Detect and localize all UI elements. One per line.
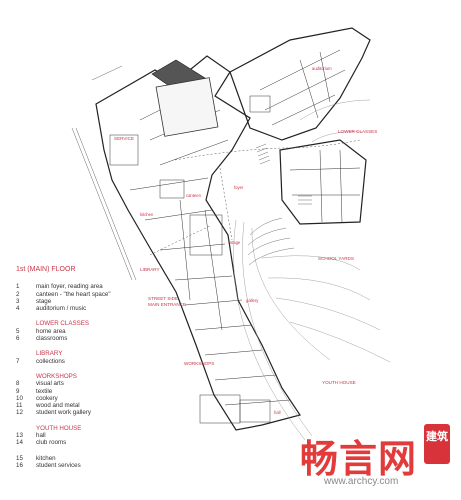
legend-item: 16 student services — [16, 462, 166, 469]
label-lower-classes: LOWER CLASSES — [338, 129, 378, 134]
legend-item-text: stage — [36, 297, 52, 305]
label-school-yards: SCHOOL YARDS — [318, 256, 354, 261]
label-gallery: gallery — [246, 298, 259, 303]
legend-item-number: 6 — [16, 335, 20, 343]
stairs — [255, 143, 312, 205]
legend-item-number: 2 — [16, 290, 20, 298]
legend-item: 15 kitchen — [16, 455, 166, 462]
legend-item: 11 wood and metal — [16, 402, 166, 409]
label-hall: hall — [274, 410, 281, 415]
legend-group-heading: LIBRARY — [36, 350, 63, 358]
legend-item: 5 home area — [16, 328, 166, 335]
floor-legend: 1st (MAIN) FLOOR 1 main foyer, reading ar… — [16, 266, 166, 469]
legend-item-number: 12 — [16, 409, 23, 417]
legend-item-text: wood and metal — [36, 402, 80, 410]
legend-item-text: hall — [36, 432, 46, 440]
legend-item: 4 auditorium / music — [16, 305, 166, 312]
legend-item: 14 club rooms — [16, 439, 166, 446]
label-kitchen: kitchen — [140, 212, 154, 217]
label-auditorium: auditorium — [312, 66, 332, 71]
legend-item-number: 13 — [16, 432, 23, 440]
legend-item-number: 16 — [16, 461, 23, 469]
legend-item-text: cookery — [36, 394, 58, 402]
legend-item-text: textile — [36, 387, 53, 395]
legend-item-number: 11 — [16, 402, 23, 410]
legend-item-number: 1 — [16, 283, 20, 291]
watermark-logo-text: 畅言网 — [300, 437, 418, 481]
legend-item-number: 5 — [16, 327, 20, 335]
legend-item: 8 visual arts — [16, 380, 166, 387]
legend-item-text: collections — [36, 357, 65, 365]
legend-item: 1 main foyer, reading area — [16, 283, 166, 290]
label-library: LIBRARY — [140, 267, 160, 272]
legend-item-number: 14 — [16, 439, 23, 447]
legend-item-text: visual arts — [36, 380, 64, 388]
legend-item-text: auditorium / music — [36, 305, 87, 313]
legend-group-heading: YOUTH HOUSE — [36, 424, 82, 432]
legend-item-number: 15 — [16, 454, 23, 462]
label-workshops: WORKSHOPS — [184, 361, 215, 366]
legend-item: 12 student work gallery — [16, 409, 166, 416]
legend-item-number: 3 — [16, 297, 20, 305]
legend-item-text: main foyer, reading area — [36, 283, 103, 291]
label-main-entrance: MAIN ENTRANCE — [148, 302, 187, 307]
legend-group-heading: WORKSHOPS — [36, 372, 77, 380]
service-lines — [71, 65, 137, 281]
watermark-badge: 建筑 — [424, 424, 450, 464]
label-foyer: foyer — [234, 185, 244, 190]
legend-item-text: student work gallery — [36, 409, 92, 417]
label-street-side: STREET SIDE — [148, 296, 179, 301]
label-stage: stage — [230, 240, 241, 245]
legend-title: 1st (MAIN) FLOOR — [16, 266, 76, 273]
legend-item-number: 10 — [16, 394, 23, 402]
legend-item: 13 hall — [16, 432, 166, 439]
legend-item-text: student services — [36, 461, 81, 469]
legend-item: 2 canteen - "the heart space" — [16, 291, 166, 298]
legend-group-heading: LOWER CLASSES — [36, 320, 89, 328]
legend-item: 9 textile — [16, 388, 166, 395]
legend-groups: 1 main foyer, reading area 2 canteen - "the… — [16, 283, 166, 469]
auditorium-hall — [155, 77, 219, 137]
label-canteen: canteen — [186, 193, 201, 198]
legend-item: 7 collections — [16, 358, 166, 365]
building-outline — [95, 27, 371, 431]
legend-item-text: canteen - "the heart space" — [36, 290, 111, 298]
label-service: SERVICE — [114, 136, 135, 141]
legend-item-text: classrooms — [36, 335, 68, 343]
legend-item-text: home area — [36, 327, 66, 335]
legend-spacer — [16, 447, 166, 455]
label-youth-house: YOUTH HOUSE — [322, 380, 356, 385]
legend-item: 6 classrooms — [16, 335, 166, 342]
legend-item-text: club rooms — [36, 439, 67, 447]
circulation-dashes — [149, 139, 361, 256]
legend-item: 3 stage — [16, 298, 166, 305]
legend-item-number: 4 — [16, 305, 20, 313]
legend-item-text: kitchen — [36, 454, 56, 462]
site-curves — [233, 99, 391, 441]
watermark-url: www.archcy.com — [324, 476, 399, 487]
legend-item-number: 8 — [16, 380, 20, 388]
watermark: 畅言网 建筑 www.archcy.com — [300, 422, 450, 492]
legend-item-number: 7 — [16, 357, 20, 365]
legend-item-number: 9 — [16, 387, 20, 395]
legend-item: 10 cookery — [16, 395, 166, 402]
interior-walls — [109, 49, 361, 424]
